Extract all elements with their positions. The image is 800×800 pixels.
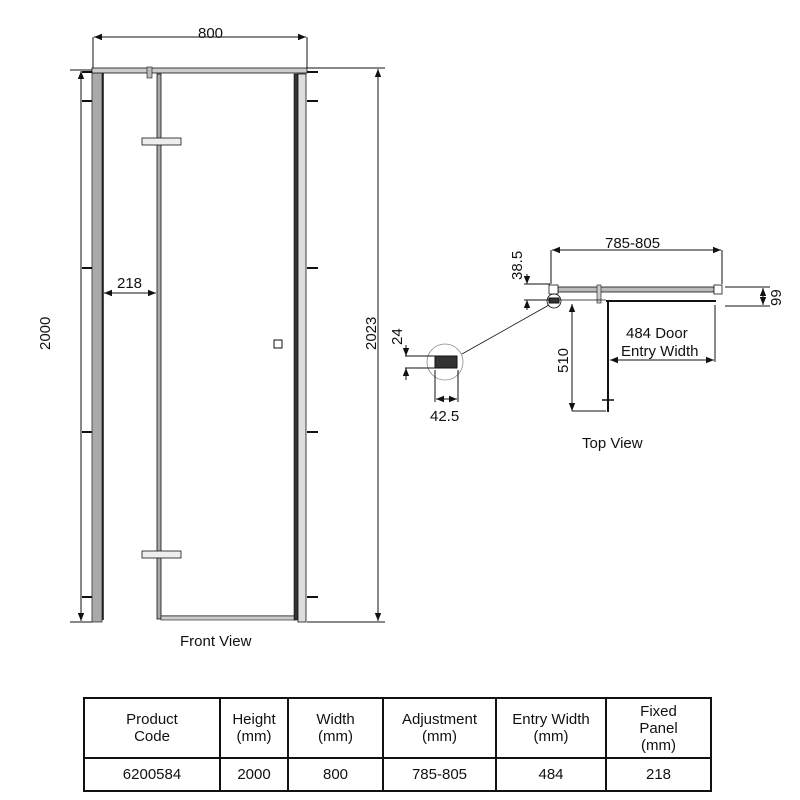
dim-overall-height-label: 2023 bbox=[363, 317, 380, 350]
top-view-label: Top View bbox=[582, 435, 643, 452]
dim-38-5-label: 38.5 bbox=[509, 251, 526, 280]
front-view-label: Front View bbox=[180, 633, 252, 650]
table-header-row: Product Code Height (mm) Width (mm) Adju… bbox=[83, 697, 712, 759]
top-view bbox=[402, 246, 770, 412]
dim-height-label: 2000 bbox=[37, 317, 54, 350]
spec-table: Product Code Height (mm) Width (mm) Adju… bbox=[83, 697, 712, 792]
cell-product-code: 6200584 bbox=[83, 757, 221, 792]
front-view bbox=[70, 33, 385, 623]
dim-adjustment-label: 785-805 bbox=[605, 235, 660, 252]
drawing-canvas: 800 218 2000 2023 Front View 785-80 bbox=[37, 25, 785, 650]
dim-510-label: 510 bbox=[555, 348, 572, 373]
cell-adjustment: 785-805 bbox=[382, 757, 497, 792]
dim-99-label: 99 bbox=[768, 289, 785, 306]
dim-entry-line2: Entry Width bbox=[621, 343, 699, 360]
header-product-code: Product Code bbox=[83, 697, 221, 759]
cell-fixed-panel: 218 bbox=[605, 757, 712, 792]
cell-width: 800 bbox=[287, 757, 384, 792]
dim-42-5-label: 42.5 bbox=[430, 408, 459, 425]
dim-entry-line1: 484 Door bbox=[626, 325, 688, 342]
header-entry-width: Entry Width (mm) bbox=[495, 697, 607, 759]
header-fixed-panel: Fixed Panel (mm) bbox=[605, 697, 712, 759]
header-adjustment: Adjustment (mm) bbox=[382, 697, 497, 759]
dim-24-label: 24 bbox=[389, 328, 406, 345]
table-row: 6200584 2000 800 785-805 484 218 bbox=[83, 757, 712, 792]
header-width: Width (mm) bbox=[287, 697, 384, 759]
header-height: Height (mm) bbox=[219, 697, 289, 759]
dim-fixed-panel-label: 218 bbox=[117, 275, 142, 292]
cell-entry-width: 484 bbox=[495, 757, 607, 792]
cell-height: 2000 bbox=[219, 757, 289, 792]
dim-width-label: 800 bbox=[198, 25, 223, 42]
